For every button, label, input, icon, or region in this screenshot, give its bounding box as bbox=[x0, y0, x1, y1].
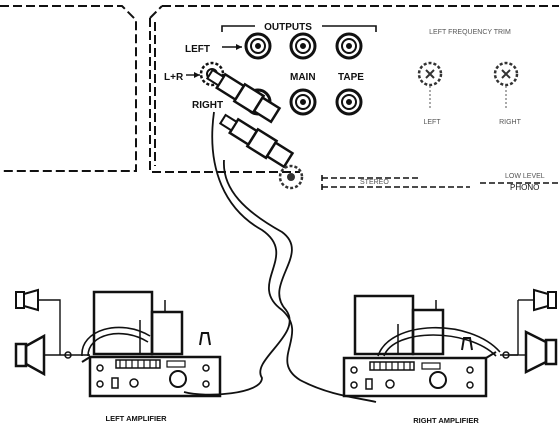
rca-plug-lower bbox=[218, 113, 295, 169]
left-output-label: LEFT bbox=[185, 44, 210, 55]
outputs-bracket bbox=[221, 25, 377, 32]
rca-plug-upper bbox=[205, 68, 282, 124]
phono-label: PHONO bbox=[510, 183, 539, 192]
trim-label: LEFT FREQUENCY TRIM bbox=[429, 29, 511, 36]
stereo-selector-knob[interactable] bbox=[278, 164, 304, 190]
trim-right-label: RIGHT bbox=[499, 119, 522, 126]
jack-left bbox=[244, 32, 272, 60]
left-amplifier-label: LEFT AMPLIFIER bbox=[106, 414, 168, 423]
jack-main-top bbox=[289, 32, 317, 60]
knob-icon bbox=[493, 61, 519, 87]
left-speaker-upper bbox=[15, 288, 39, 312]
arrow-head-icon bbox=[236, 44, 242, 50]
jack-tape-top bbox=[335, 32, 363, 60]
left-dashed-panel bbox=[0, 5, 137, 172]
right-speaker-lower bbox=[510, 329, 558, 375]
right-output-label: RIGHT bbox=[192, 100, 223, 111]
trim-knob-right[interactable] bbox=[493, 61, 519, 110]
trim-knob-left[interactable] bbox=[417, 61, 443, 110]
outputs-label: OUTPUTS bbox=[264, 22, 312, 33]
knob-icon bbox=[417, 61, 443, 87]
trim-left-label: LEFT bbox=[423, 119, 441, 126]
knob-icon bbox=[278, 164, 304, 190]
control-panel-outline bbox=[149, 5, 559, 173]
left-speaker-lower bbox=[14, 333, 46, 377]
lr-output-label: L+R bbox=[164, 72, 184, 83]
selector-guides bbox=[321, 175, 559, 190]
volume-knob-icon bbox=[429, 371, 447, 389]
volume-knob-icon bbox=[169, 370, 187, 388]
right-amplifier bbox=[342, 288, 558, 398]
stereo-label: STEREO bbox=[360, 179, 389, 186]
main-label: MAIN bbox=[290, 72, 316, 83]
low-level-label: LOW LEVEL bbox=[505, 173, 545, 180]
jack-main-bottom bbox=[289, 88, 317, 116]
right-amplifier-label: RIGHT AMPLIFIER bbox=[413, 416, 479, 425]
left-amplifier bbox=[14, 288, 222, 398]
jack-tape-bottom bbox=[335, 88, 363, 116]
tape-label: TAPE bbox=[338, 72, 364, 83]
twisted-cable-pair bbox=[183, 111, 377, 403]
output-jacks bbox=[199, 32, 363, 116]
right-speaker-upper bbox=[518, 288, 557, 312]
